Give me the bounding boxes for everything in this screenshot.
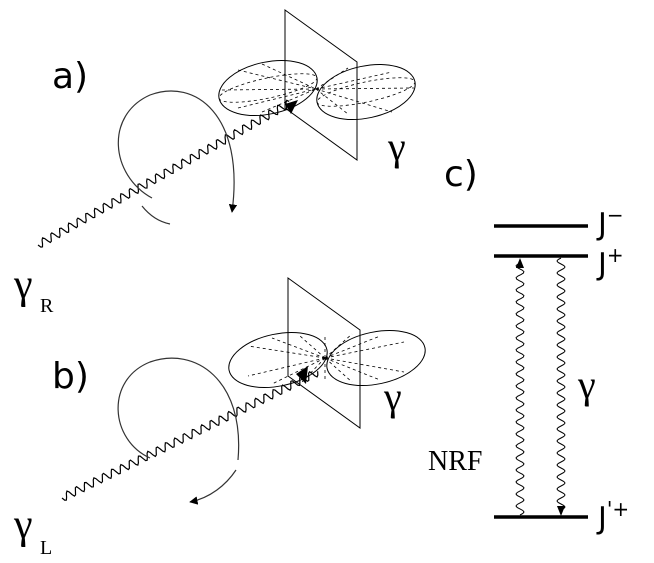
nrf-excitation-wave [515,263,525,516]
panel-b-photon-label: γ [383,374,402,419]
panel-a-polarization-plane [284,9,358,161]
gamma-decay-wave [556,257,566,511]
panel-c: c) J− J+ J'+ NRF γ [428,154,629,536]
panel-a-dipole-pattern [218,60,416,120]
panel-b-dipole-pattern [228,330,426,388]
panel-b-label: b) [52,356,89,397]
panel-a-beam-label: γ [13,262,33,308]
level-j-plus-label: J+ [596,243,624,282]
panel-a-label: a) [52,56,88,97]
panel-a-circular-arrow-tail [141,205,171,225]
panel-b-circular-arrow [117,357,240,461]
panel-a: a) [13,9,416,317]
level-j-minus-label: J− [596,203,624,242]
panel-a-photon-label: γ [387,124,406,169]
panel-b: b) [13,277,426,559]
nrf-excitation-arrowhead [516,258,524,268]
panel-b-circular-arrow-head-path [189,469,237,505]
panel-a-circular-arrow [117,90,238,213]
panel-b-polarization-plane [287,277,361,429]
panel-b-incoming-photon-wave [61,370,319,501]
panel-b-beam-label: γ [13,502,33,548]
decay-gamma-label: γ [577,362,596,407]
panel-a-incoming-photon-wave [37,99,290,248]
panel-c-label: c) [444,154,478,195]
panel-b-beam-subscript: L [40,537,52,559]
level-j-prime-plus-label: J'+ [596,497,629,536]
panel-a-beam-subscript: R [40,295,54,317]
gamma-decay-arrowhead [557,506,565,516]
nrf-label: NRF [428,446,482,477]
